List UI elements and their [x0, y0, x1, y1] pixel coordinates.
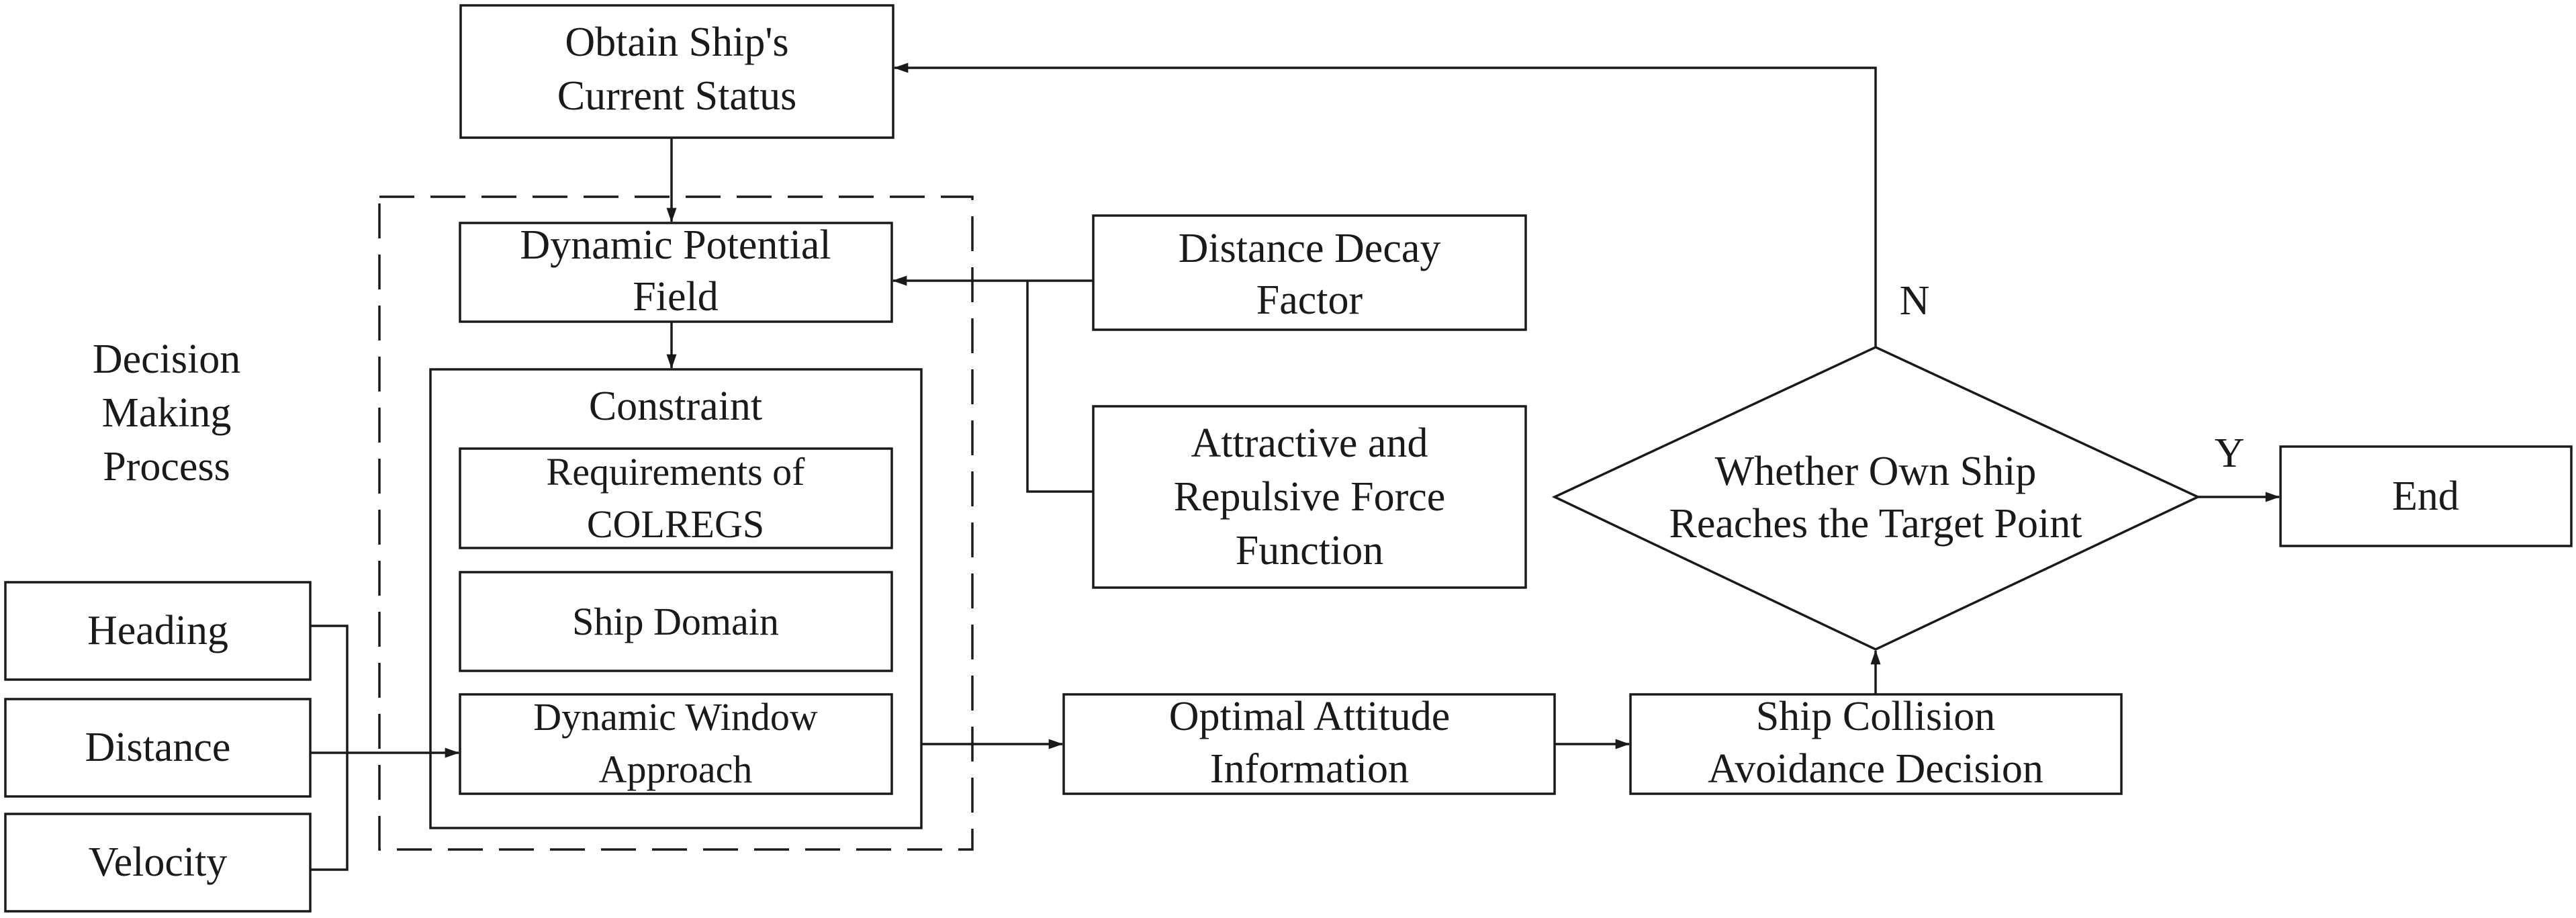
colregs-label-2: COLREGS: [587, 502, 764, 546]
velocity-label: Velocity: [89, 839, 228, 885]
edge-diamond-loop-back: [893, 62, 1877, 347]
obtain-status-label-1: Obtain Ship's: [565, 19, 788, 65]
ship-domain-label: Ship Domain: [572, 600, 779, 643]
optimal-attitude-label-2: Information: [1210, 746, 1409, 792]
optimal-attitude-node: Optimal Attitude Information: [1062, 693, 1556, 795]
attractive-repulsive-label-1: Attractive and: [1191, 420, 1428, 466]
obtain-status-node: Obtain Ship's Current Status: [459, 4, 894, 139]
distance-label: Distance: [85, 725, 231, 770]
velocity-node: Velocity: [4, 813, 312, 913]
collision-decision-node: Ship Collision Avoidance Decision: [1629, 693, 2123, 795]
dwa-label-1: Dynamic Window: [533, 695, 818, 739]
attractive-repulsive-label-3: Function: [1236, 528, 1383, 573]
colregs-node: Requirements of COLREGS: [459, 447, 893, 549]
dynamic-potential-field-label-2: Field: [633, 274, 718, 320]
heading-node: Heading: [4, 581, 312, 681]
decision-making-label-1: Decision: [93, 336, 240, 382]
yes-edge-label: Y: [2215, 430, 2245, 476]
collision-decision-label-1: Ship Collision: [1756, 694, 1996, 739]
distance-node: Distance: [4, 698, 312, 798]
no-edge-label: N: [1900, 278, 1930, 324]
obtain-status-label-2: Current Status: [557, 73, 796, 119]
dynamic-potential-field-label-1: Dynamic Potential: [520, 222, 831, 268]
distance-decay-label-1: Distance Decay: [1179, 226, 1441, 271]
decision-making-label-2: Making: [102, 390, 232, 436]
end-label: End: [2392, 473, 2459, 519]
optimal-attitude-label-1: Optimal Attitude: [1169, 694, 1450, 739]
ship-domain-node: Ship Domain: [459, 571, 893, 672]
distance-decay-label-2: Factor: [1256, 277, 1363, 323]
target-check-label-1: Whether Own Ship: [1715, 449, 2037, 494]
distance-decay-node: Distance Decay Factor: [1092, 214, 1527, 331]
colregs-label-1: Requirements of: [547, 450, 806, 494]
decision-making-region: [378, 195, 974, 851]
attractive-repulsive-node: Attractive and Repulsive Force Function: [1092, 405, 1527, 589]
target-check-diamond: Whether Own Ship Reaches the Target Poin…: [1551, 346, 2201, 651]
dwa-node: Dynamic Window Approach: [459, 693, 893, 795]
heading-label: Heading: [87, 608, 228, 653]
dwa-label-2: Approach: [599, 747, 753, 791]
collision-decision-label-2: Avoidance Decision: [1708, 746, 2043, 792]
attractive-repulsive-label-2: Repulsive Force: [1174, 474, 1446, 520]
decision-making-label: Decision Making Process: [93, 336, 240, 490]
edge-attractive-to-junction: [1026, 281, 1093, 493]
dynamic-potential-field-node: Dynamic Potential Field: [459, 222, 893, 323]
target-check-label-2: Reaches the Target Point: [1669, 501, 2082, 547]
edge-heading-bracket: [310, 625, 349, 871]
constraint-container: Constraint: [429, 368, 923, 829]
decision-making-label-3: Process: [103, 444, 230, 490]
constraint-label: Constraint: [589, 383, 762, 429]
end-node: End: [2279, 445, 2573, 547]
